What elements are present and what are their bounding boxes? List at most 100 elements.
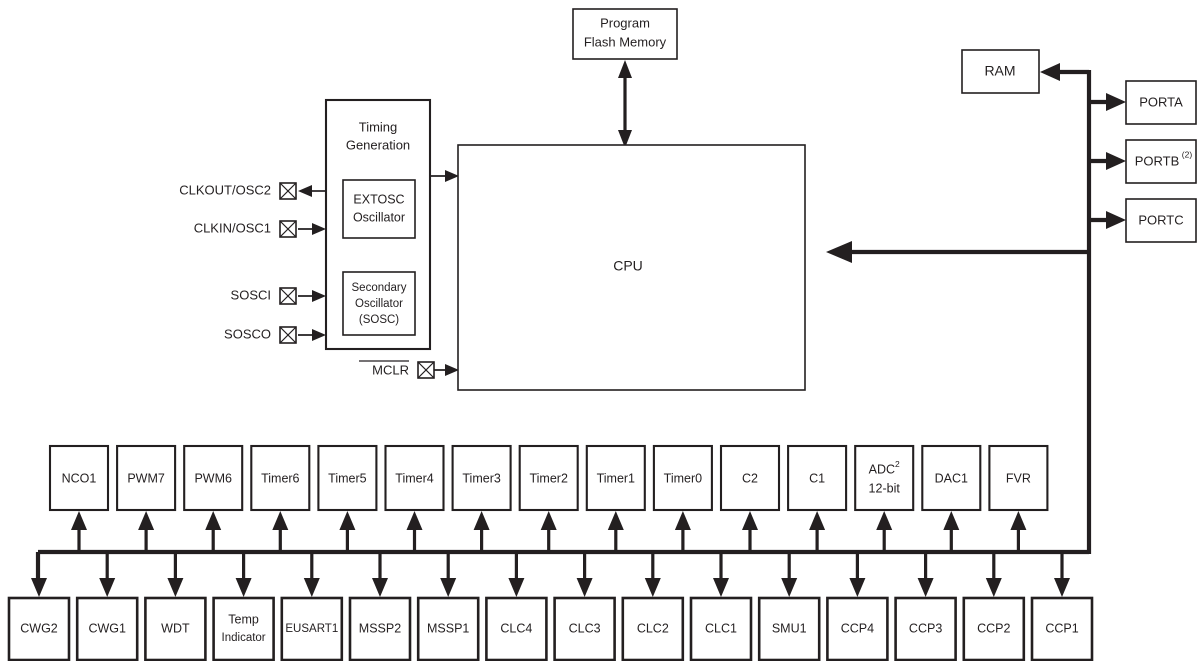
peripheral-label: Timer0 (664, 471, 702, 485)
peripheral-label: ADC2 (869, 459, 900, 476)
peripheral-box (719, 444, 781, 512)
peripheral-dac1: DAC1 (921, 444, 982, 552)
pin-pad-x2-sosco (279, 326, 297, 344)
peripheral-arrowhead-down (440, 578, 457, 597)
peripheral-ccp2: CCP2 (962, 552, 1026, 661)
peripheral-label: MSSP2 (359, 621, 401, 635)
peripheral-arrowhead-up (742, 511, 758, 530)
peripheral-arrowhead-up (205, 511, 222, 530)
peripheral-label: CLC1 (705, 621, 737, 635)
arrowhead-flash-up (618, 60, 632, 78)
right-bus-wires (826, 63, 1126, 554)
peripheral-label: DAC1 (935, 471, 968, 485)
peripheral-label: Timer2 (529, 471, 567, 485)
peripheral-cwg2: CWG2 (7, 578, 71, 661)
peripheral-label: Timer6 (261, 471, 299, 485)
arrowhead-cpu-right-in (826, 241, 852, 263)
peripheral-box (485, 596, 548, 661)
peripheral-label: FVR (1006, 471, 1031, 485)
peripheral-box (652, 444, 713, 512)
peripheral-box (894, 596, 957, 661)
peripheral-wdt: WDT (144, 552, 207, 661)
arrowhead-sosco-in (312, 329, 326, 341)
peripheral-box (75, 596, 139, 661)
pin-pad-x2-clkin (279, 220, 297, 238)
program-flash-memory-label-line1: Program (600, 15, 650, 30)
pin-pad-x2-clkout (279, 182, 297, 200)
peripheral-box (921, 444, 982, 512)
block-porta: PORTA (1125, 80, 1197, 125)
peripheral-label: CCP1 (1045, 621, 1078, 635)
peripheral-label: Temp (228, 612, 259, 626)
peripheral-c2: C2 (719, 444, 781, 552)
block-cpu: CPU (457, 144, 806, 391)
cpu-label: CPU (613, 258, 643, 274)
peripheral-box (787, 444, 848, 512)
peripheral-arrowhead-down (372, 578, 388, 597)
pin-clkin-osc1-label: CLKIN/OSC1 (194, 220, 271, 235)
peripheral-box (1030, 596, 1094, 661)
peripheral-arrowhead-down (781, 578, 798, 597)
extosc-oscillator-box (342, 179, 416, 239)
peripheral-eusart1: EUSART1 (280, 552, 344, 661)
peripheral-fvr: FVR (988, 444, 1049, 552)
peripheral-nco1: NCO1 (48, 444, 110, 552)
core-wires (430, 60, 632, 376)
portc-label: PORTC (1138, 212, 1183, 227)
peripheral-label: CCP2 (977, 621, 1010, 635)
pin-pad-x2-sosci (279, 287, 297, 305)
peripheral-adc-12-bit: ADC2 12-bit (854, 444, 915, 552)
peripheral-label: CCP3 (909, 621, 942, 635)
peripheral-arrowhead-down (167, 578, 184, 597)
peripheral-arrowhead-up (406, 511, 423, 530)
arrowhead-clkout-out (298, 185, 312, 197)
peripheral-box (317, 444, 378, 512)
peripheral-box (183, 444, 244, 512)
pin-clkout-osc2-label: CLKOUT/OSC2 (179, 182, 271, 197)
peripheral-label: CLC4 (500, 621, 532, 635)
block-timing-generation: Timing Generation EXTOSC Oscillator Seco… (324, 98, 432, 351)
peripheral-label: C2 (742, 471, 758, 485)
peripheral-box (553, 596, 616, 661)
peripheral-box (7, 596, 71, 661)
pin-mclr-label: MCLR (372, 362, 409, 377)
peripheral-label: PWM6 (194, 471, 232, 485)
peripheral-timer0: Timer0 (652, 444, 713, 552)
peripheral-label-line2: 12-bit (869, 481, 901, 495)
peripheral-arrowhead-up (138, 511, 155, 530)
peripheral-label: C1 (809, 471, 825, 485)
peripheral-box (280, 596, 344, 661)
peripheral-arrowhead-down (235, 578, 252, 597)
peripheral-box (48, 444, 110, 512)
peripheral-label: Timer3 (462, 471, 500, 485)
peripheral-arrowhead-up (272, 511, 289, 530)
cpu-box (457, 144, 806, 391)
peripheral-label: CWG1 (88, 621, 126, 635)
peripheral-box (621, 596, 685, 661)
program-flash-memory-box (572, 8, 678, 60)
peripheral-label: NCO1 (62, 471, 97, 485)
pin-mclr: MCLR (359, 360, 435, 379)
peripheral-arrowhead-up (339, 511, 356, 530)
sosc-label-line1: Secondary (352, 282, 407, 294)
peripheral-box (757, 596, 821, 661)
portc-box (1125, 198, 1197, 243)
portb-label: PORTB (1135, 153, 1180, 168)
peripheral-label: WDT (161, 621, 190, 635)
peripheral-pwm6: PWM6 (183, 444, 244, 552)
peripheral-clc1: CLC1 (689, 552, 753, 661)
peripheral-arrowhead-down (1054, 578, 1070, 597)
pin-clkout-osc2: CLKOUT/OSC2 (179, 182, 326, 200)
peripheral-arrowhead-down (849, 578, 866, 597)
peripheral-timer3: Timer3 (451, 444, 512, 552)
block-portc: PORTC (1125, 198, 1197, 243)
pin-pad-x2-mclr (417, 361, 435, 379)
peripheral-arrowhead-down (985, 578, 1002, 597)
sosc-label-line3: (SOSC) (359, 314, 399, 326)
peripheral-arrowhead-down (713, 578, 729, 597)
arrowhead-timing-cpu (445, 170, 459, 182)
peripheral-label: Timer1 (597, 471, 635, 485)
